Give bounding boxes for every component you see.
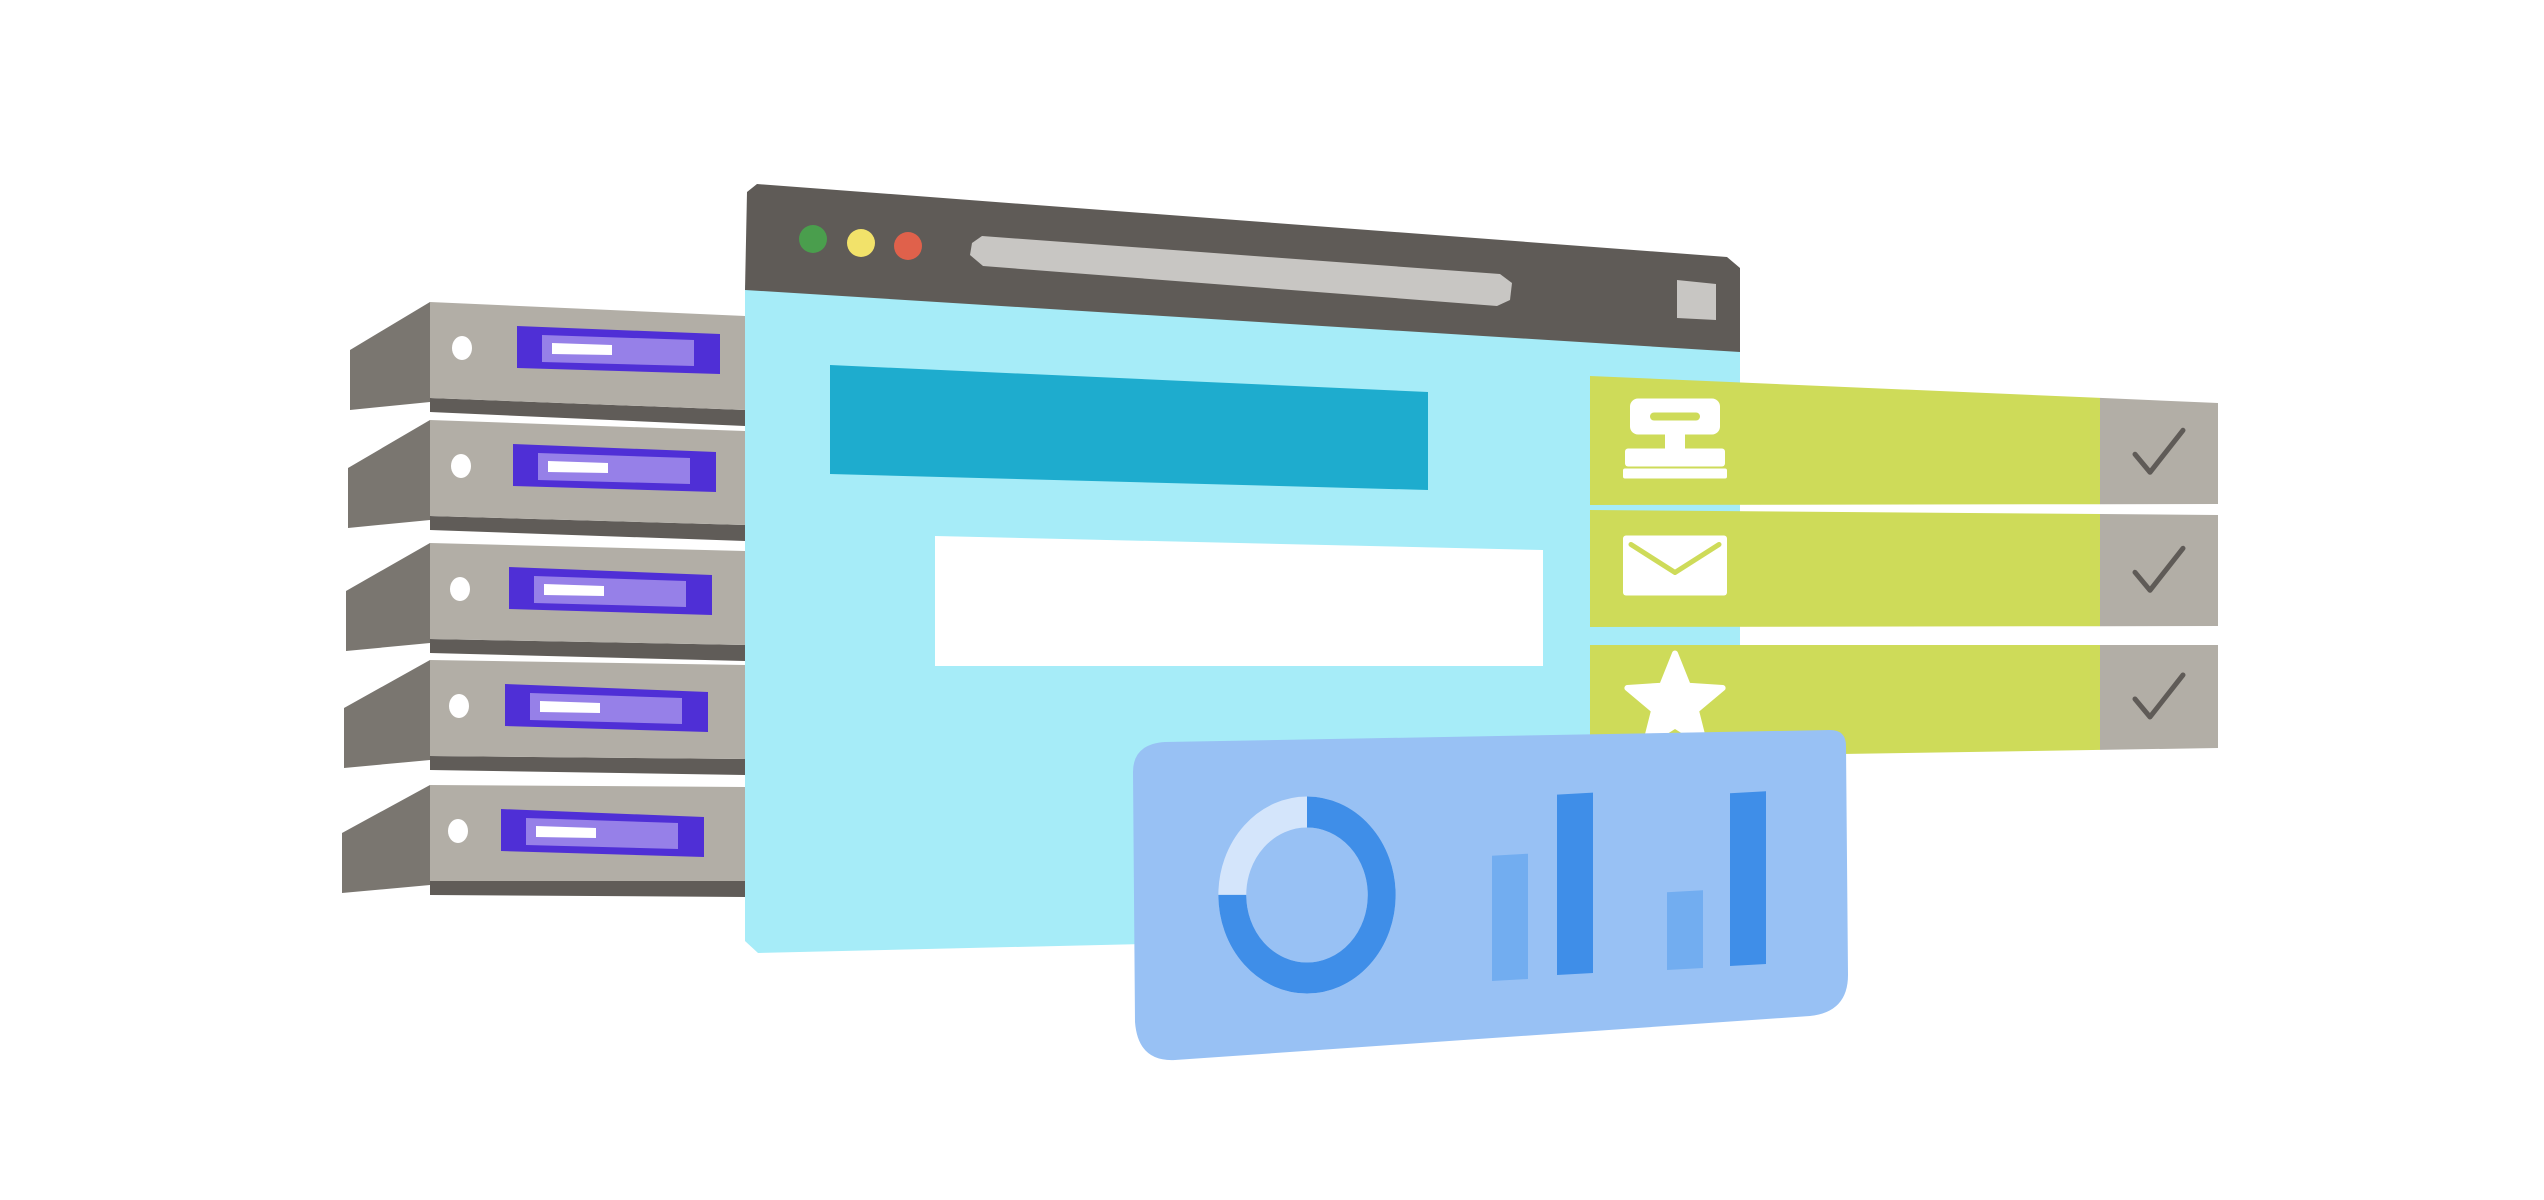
server-unit-side [350,302,430,410]
feature-row [1590,510,2218,627]
check-box [2100,645,2218,750]
window-dot-red [894,232,922,260]
header-block [830,365,1428,490]
server-unit-shadow [430,881,745,897]
address-bar[interactable] [970,236,1512,306]
donut-chart [1218,796,1396,994]
feature-row [1590,645,2218,758]
drive-label [544,584,604,596]
server-unit-side [344,660,430,768]
printer-slot [1650,412,1700,421]
server-rack [342,302,745,897]
drive-bay-inner [538,453,690,484]
envelope-icon [1623,535,1727,596]
drive-label [540,701,600,713]
envelope-flap [1628,542,1722,575]
content-block [935,536,1543,666]
server-unit [344,660,745,775]
server-unit-side [342,785,430,893]
drive-bay-inner [542,335,694,366]
feature-bar [1590,645,2100,758]
drive-bay-inner [530,693,682,724]
feature-row [1590,376,2218,505]
star-shape [1624,650,1726,747]
server-unit-side [348,420,430,528]
server-unit [348,420,745,541]
server-unit-shadow [430,639,745,661]
feature-list [1590,376,2218,758]
bar [1730,791,1766,966]
printer-tray [1623,468,1727,479]
status-led [451,454,471,478]
bar [1557,792,1593,975]
checkmark-icon [2132,545,2186,593]
drive-label [548,461,608,473]
status-led [452,336,472,360]
printer-base [1625,448,1725,467]
server-unit [350,302,745,426]
bar-chart [1492,791,1766,981]
drive-label [536,826,596,838]
check-box [2100,514,2218,627]
server-unit [346,543,745,661]
window-button[interactable] [1677,280,1716,320]
drive-bay-inner [526,818,678,849]
check-box [2100,397,2218,505]
server-unit-shadow [430,516,745,541]
status-led [448,819,468,843]
status-led [450,577,470,601]
checkmark-icon [2132,427,2186,475]
status-led [449,694,469,718]
dashboard-card [1133,730,1848,1061]
drive-bay-inner [534,576,686,607]
bar [1667,890,1703,970]
server-unit-shadow [430,398,745,426]
envelope-body [1623,535,1727,596]
donut-ring-primary [1218,796,1396,994]
server-unit-shadow [430,756,745,775]
printer-paper [1665,432,1685,449]
checkmark-icon [2132,672,2186,720]
printer-icon [1623,398,1727,479]
bar [1492,853,1528,981]
server-unit-side [346,543,430,651]
drive-label [552,343,612,355]
window-dot-green [799,225,827,253]
star-icon [1624,650,1726,747]
server-unit [342,785,745,897]
window-dot-yellow [847,229,875,257]
